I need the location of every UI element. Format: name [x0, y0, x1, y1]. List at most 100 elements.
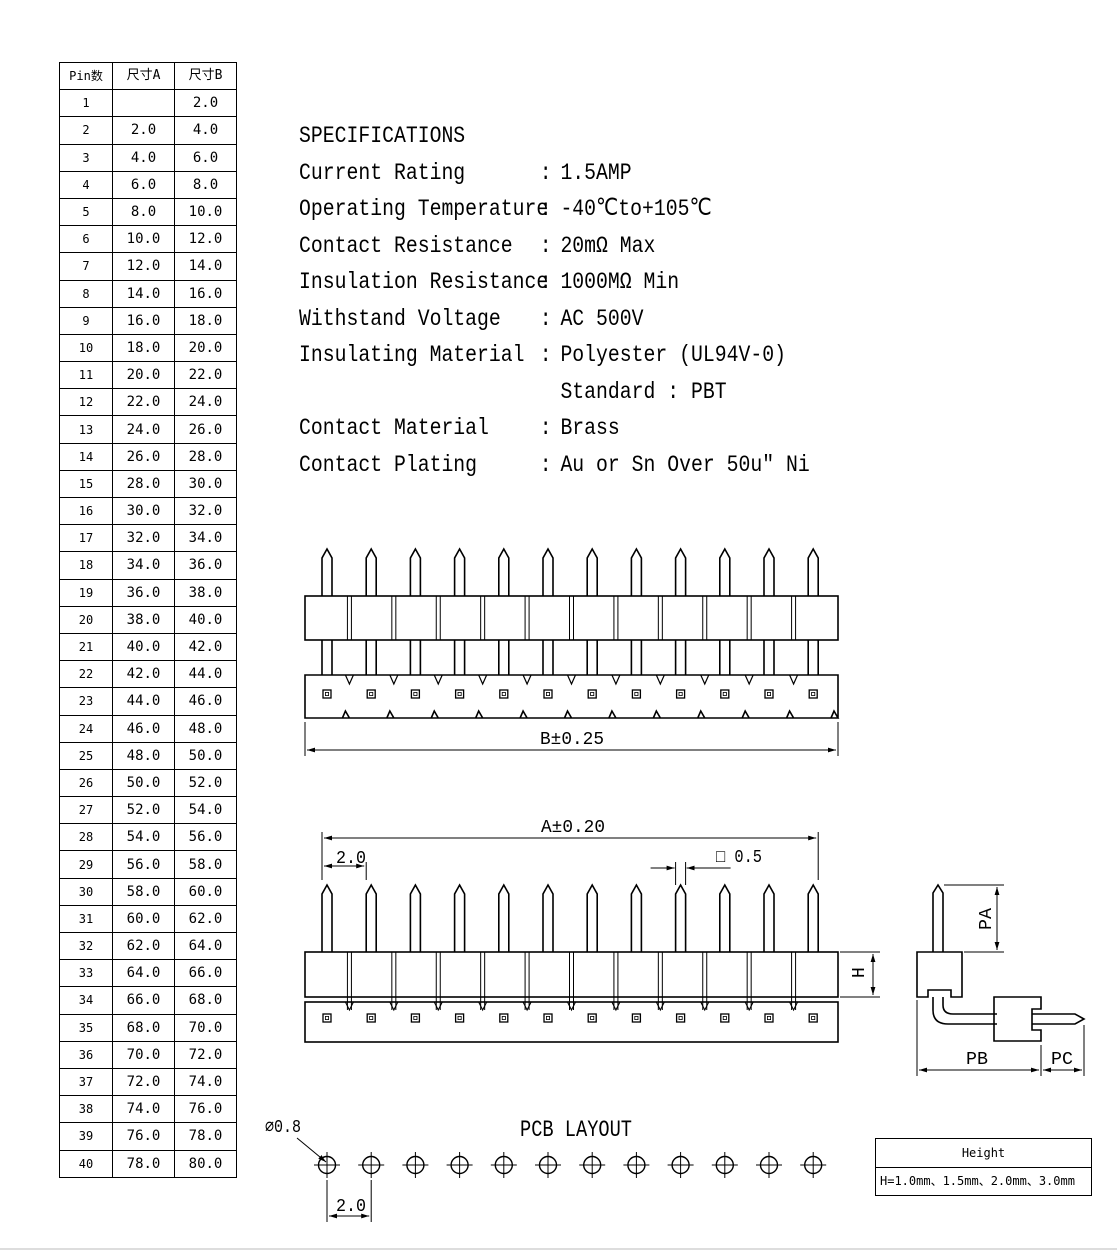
side-contact-square-inner: [501, 1016, 506, 1021]
front-pin-lower: [674, 640, 687, 675]
spec-label: Insulating Material: [299, 342, 525, 368]
spec-value: Au or Sn Over 50u" Ni: [560, 451, 810, 478]
cell-dim-a: 74.0: [112, 1095, 175, 1124]
cell-pin: 40: [59, 1149, 113, 1178]
spec-label: Withstand Voltage: [299, 305, 501, 332]
header-dim-a: 尺寸A: [112, 61, 175, 91]
pcb-hole: [362, 1155, 381, 1175]
cell-pin: 8: [59, 279, 113, 308]
side-contact-square: [454, 1013, 465, 1023]
dim-b-label: B±0.25: [540, 730, 604, 750]
cell-dim-b: 64.0: [174, 931, 237, 961]
cell-dim-a: 6.0: [112, 170, 175, 199]
front-contact-square-inner: [811, 692, 816, 697]
cell-dim-a: 60.0: [112, 904, 175, 934]
front-pin: [630, 547, 643, 596]
cell-dim-a: 26.0: [112, 442, 175, 471]
profile-view: [916, 883, 1086, 1076]
cell-dim-a: 40.0: [112, 632, 175, 662]
side-contact-square-inner: [369, 1016, 374, 1021]
front-notch: [789, 674, 799, 686]
spec-row: Contact Plating:Au or Sn Over 50u" Ni: [299, 447, 810, 484]
side-pin: [453, 883, 466, 952]
side-contact-square: [631, 1013, 642, 1023]
spec-colon: :: [539, 196, 552, 222]
side-notch: [389, 1001, 399, 1012]
side-housing-lower: [304, 1001, 839, 1043]
cell-dim-b: 70.0: [174, 1013, 237, 1042]
front-contact-square-inner: [324, 692, 329, 697]
specifications-title: SPECIFICATIONS: [299, 123, 466, 149]
front-pin-lower: [719, 640, 731, 675]
cell-dim-b: 22.0: [174, 361, 237, 390]
cell-pin: 35: [59, 1013, 113, 1042]
cell-pin: 11: [59, 361, 113, 390]
cell-dim-a: 46.0: [112, 714, 175, 743]
cell-dim-b: 48.0: [174, 714, 237, 743]
spec-colon: :: [539, 415, 552, 441]
side-contact-square: [322, 1013, 332, 1023]
cell-dim-b: 36.0: [174, 551, 237, 580]
front-contact-square: [587, 689, 597, 699]
pcb-hole: [671, 1155, 690, 1175]
cell-dim-b: 38.0: [174, 578, 237, 607]
cell-pin: 34: [59, 986, 113, 1015]
spec-colon: :: [539, 269, 552, 295]
cell-dim-b: 2.0: [174, 89, 237, 118]
side-notch: [478, 1001, 488, 1012]
height-box-title: Height: [876, 1139, 1091, 1168]
side-pin: [807, 883, 819, 952]
side-contact-square-inner: [546, 1016, 551, 1021]
cell-pin: 27: [59, 796, 113, 825]
cell-dim-b: 26.0: [174, 415, 237, 444]
side-contact-square: [543, 1013, 553, 1023]
side-contact-square-inner: [413, 1016, 418, 1021]
front-pin-lower: [586, 640, 598, 675]
cell-dim-a: 38.0: [112, 605, 175, 634]
spec-label: Contact Resistance: [299, 232, 513, 259]
front-pin-lower: [763, 640, 775, 675]
cell-pin: 26: [59, 768, 113, 798]
side-contact-square-inner: [457, 1016, 462, 1021]
spec-value: -40℃to+105℃: [560, 196, 712, 222]
cell-dim-a: 78.0: [112, 1149, 175, 1178]
cell-dim-a: 18.0: [112, 333, 175, 363]
side-notch: [433, 1001, 443, 1012]
front-pin-lower: [630, 640, 643, 675]
cell-dim-b: 54.0: [174, 796, 237, 825]
cell-dim-a: 56.0: [112, 850, 175, 879]
front-pin-lower: [542, 640, 554, 675]
side-notch: [744, 1001, 754, 1012]
side-contact-square-inner: [324, 1016, 329, 1021]
spec-row: Insulating Material:Polyester (UL94V-0): [299, 337, 810, 374]
side-contact-square: [499, 1013, 509, 1023]
pcb-hole: [715, 1155, 734, 1175]
front-contact-square: [631, 689, 642, 699]
pcb-hole: [627, 1155, 646, 1175]
spec-colon: :: [539, 159, 552, 186]
cell-pin: 1: [59, 89, 113, 118]
cell-dim-a: 32.0: [112, 524, 175, 553]
pcb-hole: [317, 1155, 337, 1175]
front-contact-square-inner: [722, 692, 727, 697]
spec-label: [299, 374, 540, 411]
front-pin: [674, 547, 687, 596]
side-pin: [763, 883, 775, 952]
front-housing-upper: [304, 595, 839, 641]
side-view: [304, 832, 880, 1043]
cell-dim-a: 30.0: [112, 496, 175, 526]
front-pin-lower: [409, 640, 422, 675]
dim-pcb-pitch-label: 2.0: [336, 1197, 366, 1217]
side-pin: [321, 883, 333, 952]
